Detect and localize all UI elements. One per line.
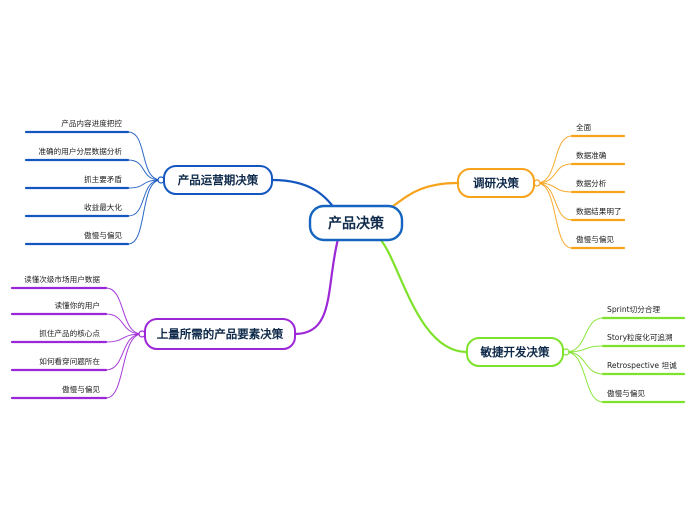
leaf-topic[interactable]: Story粒度化可追溯 xyxy=(607,332,673,342)
leaf-topic[interactable]: 傲慢与偏见 xyxy=(62,384,100,394)
leaf-topic[interactable]: Retrospective 坦诚 xyxy=(607,360,677,370)
leaf-connector xyxy=(127,159,162,181)
leaf-connector xyxy=(565,345,604,353)
leaf-topic[interactable]: 准确的用户分层数据分析 xyxy=(38,146,122,156)
leaf-connector xyxy=(105,287,143,335)
branch-label: 上量所需的产品要素决策 xyxy=(157,327,284,341)
leaf-topic[interactable]: 傲慢与偏见 xyxy=(607,388,645,398)
root-label: 产品决策 xyxy=(328,215,385,232)
leaf-topic[interactable]: 抓主要矛盾 xyxy=(84,174,122,184)
leaf-connector xyxy=(565,351,604,375)
leaf-connector xyxy=(127,179,162,245)
branch-topic-research[interactable]: 调研决策 xyxy=(457,168,535,198)
leaf-connector xyxy=(127,131,162,181)
leaf-topic[interactable]: 数据结果明了 xyxy=(576,206,622,216)
leaf-connector xyxy=(536,163,573,184)
leaf-connector xyxy=(536,182,573,221)
leaf-topic[interactable]: 傲慢与偏见 xyxy=(84,230,122,240)
branch-box xyxy=(466,337,564,367)
branch-box xyxy=(163,165,273,195)
leaf-connector xyxy=(565,317,604,353)
branch-box xyxy=(457,168,535,198)
connector-lines xyxy=(10,130,686,404)
leaf-connector xyxy=(536,135,573,184)
leaf-connector xyxy=(105,333,143,399)
branch-label: 产品运营期决策 xyxy=(178,173,259,187)
leaf-topic[interactable]: 数据分析 xyxy=(576,178,607,188)
branch-label: 敏捷开发决策 xyxy=(480,345,550,359)
leaf-topic[interactable]: 抓住产品的核心点 xyxy=(39,328,100,338)
leaf-connector xyxy=(105,313,143,335)
leaf-topic[interactable]: 收益最大化 xyxy=(84,202,122,212)
branch-label: 调研决策 xyxy=(473,176,519,190)
root-topic[interactable]: 产品决策 xyxy=(308,204,404,242)
branch-topic-agile[interactable]: 敏捷开发决策 xyxy=(466,337,564,367)
branch-topic-operation[interactable]: 产品运营期决策 xyxy=(163,165,273,195)
branch-topic-elements[interactable]: 上量所需的产品要素决策 xyxy=(144,318,296,350)
leaf-topic[interactable]: 产品内容进度把控 xyxy=(61,118,122,128)
leaf-connector xyxy=(536,182,573,249)
leaf-topic[interactable]: 读懂你的用户 xyxy=(54,300,100,310)
leaf-connector xyxy=(565,351,604,403)
leaf-topic[interactable]: 全面 xyxy=(576,122,592,132)
leaf-topic[interactable]: 数据准确 xyxy=(576,150,607,160)
leaf-topic[interactable]: Sprint切分合理 xyxy=(607,304,660,314)
root-connector-agile xyxy=(378,237,469,354)
branch-box xyxy=(144,318,296,350)
leaf-topic[interactable]: 傲慢与偏见 xyxy=(576,234,614,244)
mind-map-nodes: 全面数据准确数据分析数据结果明了傲慢与偏见调研决策Sprint切分合理Story… xyxy=(24,118,677,398)
leaf-topic[interactable]: 如何看穿问题所在 xyxy=(39,356,100,366)
root-box xyxy=(308,204,404,242)
leaf-topic[interactable]: 读懂次级市场用户数据 xyxy=(24,274,100,284)
root-connector-elements xyxy=(293,237,340,336)
